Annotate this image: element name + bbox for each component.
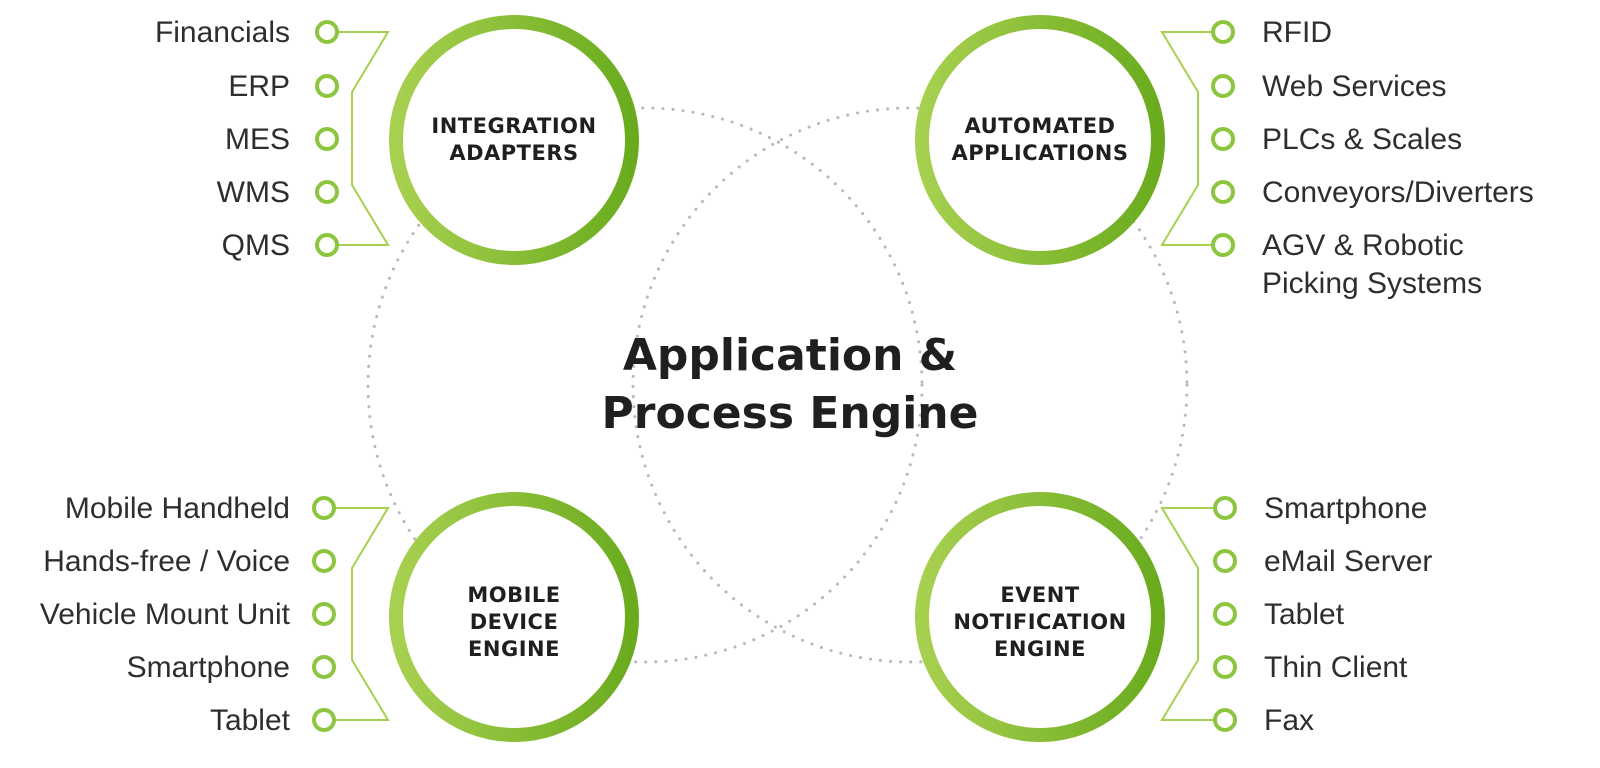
connector-node: [1213, 602, 1237, 626]
connector-node: [1213, 549, 1237, 573]
mobile-item: Vehicle Mount Unit: [40, 598, 291, 631]
connector-node: [312, 496, 336, 520]
integration-hub-label-line1: INTEGRATION: [431, 114, 596, 138]
mobile-item: Hands-free / Voice: [43, 545, 290, 578]
connector-node: [315, 74, 339, 98]
event-item: Smartphone: [1264, 492, 1427, 525]
event-item: Thin Client: [1264, 651, 1408, 684]
mobile-hub-ring: [389, 492, 639, 742]
mobile-connectors: [312, 496, 336, 732]
mobile-item: Tablet: [210, 704, 291, 737]
automated-hub-label-line2: APPLICATIONS: [952, 141, 1129, 165]
event-notification-engine-group: Smartphone eMail Server Tablet Thin Clie…: [915, 492, 1432, 742]
central-dotted-circle-right: [631, 106, 1189, 664]
integration-hub-ring: [389, 15, 639, 265]
integration-item: Financials: [155, 16, 290, 49]
connector-node: [1211, 74, 1235, 98]
automated-connectors: [1211, 20, 1235, 257]
mobile-device-engine-group: Mobile Handheld Hands-free / Voice Vehic…: [40, 492, 639, 742]
integration-hub-label-line2: ADAPTERS: [449, 141, 578, 165]
automated-item: Conveyors/Diverters: [1262, 176, 1534, 209]
automated-item: AGV & Robotic: [1262, 229, 1464, 262]
event-connectors: [1213, 496, 1237, 732]
connector-node: [315, 180, 339, 204]
event-hub-label-line1: EVENT: [1000, 583, 1080, 607]
mobile-hub-label-line2: DEVICE: [470, 610, 559, 634]
event-hub-label-line2: NOTIFICATION: [953, 610, 1126, 634]
integration-item: WMS: [217, 176, 290, 209]
event-item: Tablet: [1264, 598, 1345, 631]
automated-item: PLCs & Scales: [1262, 123, 1462, 156]
connector-node: [315, 20, 339, 44]
mobile-hub-label-line3: ENGINE: [468, 637, 560, 661]
event-item: eMail Server: [1264, 545, 1432, 578]
connector-node: [1213, 708, 1237, 732]
connector-node: [312, 655, 336, 679]
connector-node: [312, 549, 336, 573]
event-hub-ring: [915, 492, 1165, 742]
connector-node: [315, 127, 339, 151]
integration-adapters-group: Financials ERP MES WMS QMS INTEGRATION A…: [155, 15, 639, 265]
automated-applications-group: RFID Web Services PLCs & Scales Conveyor…: [915, 15, 1534, 300]
center-title-line2: Process Engine: [602, 388, 979, 439]
event-bracket: [1160, 507, 1218, 721]
integration-connectors: [315, 20, 339, 257]
automated-bracket: [1160, 31, 1218, 246]
integration-item: MES: [225, 123, 290, 156]
automated-item: RFID: [1262, 16, 1332, 49]
central-dotted-circle-left: [366, 106, 924, 664]
connector-node: [1211, 180, 1235, 204]
event-item: Fax: [1264, 704, 1314, 737]
mobile-bracket: [328, 507, 390, 721]
connector-node: [312, 602, 336, 626]
mobile-item: Smartphone: [127, 651, 290, 684]
connector-node: [1213, 496, 1237, 520]
automated-hub-label-line1: AUTOMATED: [965, 114, 1116, 138]
event-hub-label-line3: ENGINE: [994, 637, 1086, 661]
center-title-line1: Application &: [623, 330, 957, 381]
connector-node: [312, 708, 336, 732]
integration-item: ERP: [228, 70, 290, 103]
mobile-item: Mobile Handheld: [65, 492, 290, 525]
mobile-hub-label-line1: MOBILE: [467, 583, 560, 607]
connector-node: [1211, 20, 1235, 44]
connector-node: [1211, 233, 1235, 257]
integration-item: QMS: [222, 229, 290, 262]
connector-node: [1211, 127, 1235, 151]
automated-item: Web Services: [1262, 70, 1447, 103]
automated-hub-ring: [915, 15, 1165, 265]
integration-bracket: [332, 31, 390, 246]
automated-item: Picking Systems: [1262, 267, 1482, 300]
connector-node: [1213, 655, 1237, 679]
connector-node: [315, 233, 339, 257]
